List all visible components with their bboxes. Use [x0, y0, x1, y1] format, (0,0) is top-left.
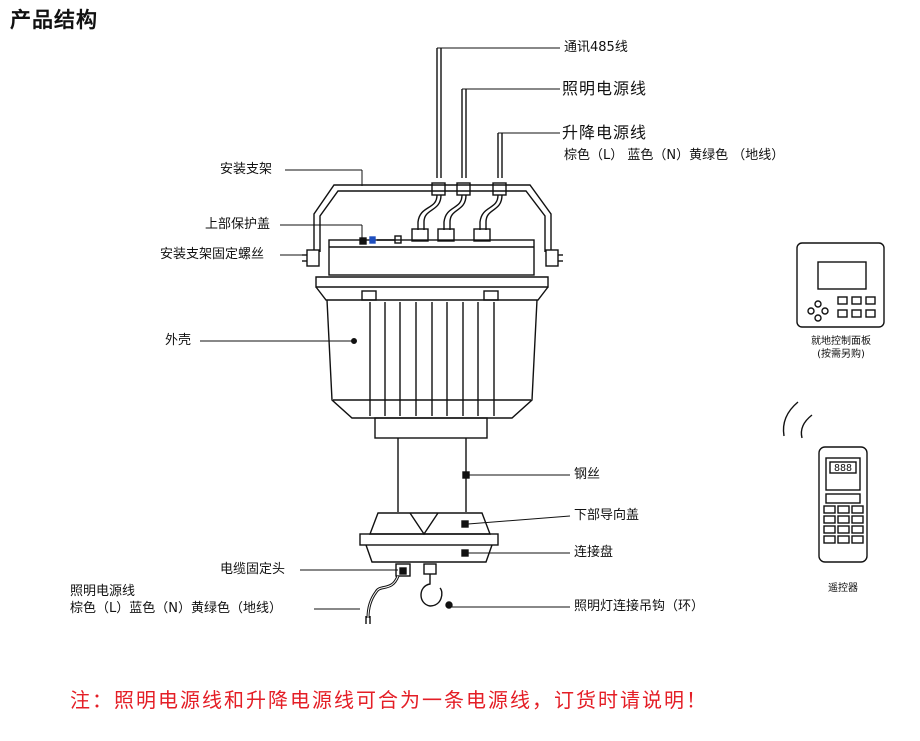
page-title: 产品结构 [10, 8, 98, 32]
label-comm-485: 通讯485线 [564, 40, 628, 55]
label-lift-power: 升降电源线 [562, 123, 648, 142]
label-panel-line1: 就地控制面板 [811, 336, 871, 347]
remote-display-digits: 888 [834, 463, 852, 474]
top-cables [411, 47, 560, 242]
label-lighting-power-top: 照明电源线 [562, 79, 648, 98]
label-lift-power-colors: 棕色（L） 蓝色（N）黄绿色 （地线） [564, 148, 785, 163]
label-bracket-screw: 安装支架固定螺丝 [160, 247, 265, 262]
label-top-cover: 上部保护盖 [205, 217, 271, 232]
label-cable-fixing-head: 电缆固定头 [220, 562, 286, 577]
label-lower-guide-cover: 下部导向盖 [574, 508, 640, 523]
leader-lines [200, 169, 571, 610]
mounting-bracket [302, 184, 563, 267]
order-note: 注：照明电源线和升降电源线可合为一条电源线，订货时请说明！ [70, 688, 708, 712]
top-cover [328, 235, 535, 276]
label-remote: 遥控器 [828, 583, 858, 594]
label-lighting-power-bottom-colors: 棕色（L）蓝色（N）黄绿色（地线） [70, 601, 282, 616]
steel-wire [397, 438, 470, 512]
label-hook-ring: 照明灯连接吊钩（环） [574, 599, 705, 614]
label-bracket: 安装支架 [220, 162, 273, 177]
label-steel-wire: 钢丝 [574, 467, 601, 482]
label-lighting-power-bottom: 照明电源线 [70, 584, 136, 599]
label-housing: 外壳 [165, 333, 192, 348]
label-panel-line2: (按需另购) [817, 349, 865, 360]
label-connection-plate: 连接盘 [574, 545, 614, 560]
housing [315, 276, 549, 439]
remote-controller: 888 [782, 401, 868, 563]
local-control-panel [796, 242, 885, 328]
